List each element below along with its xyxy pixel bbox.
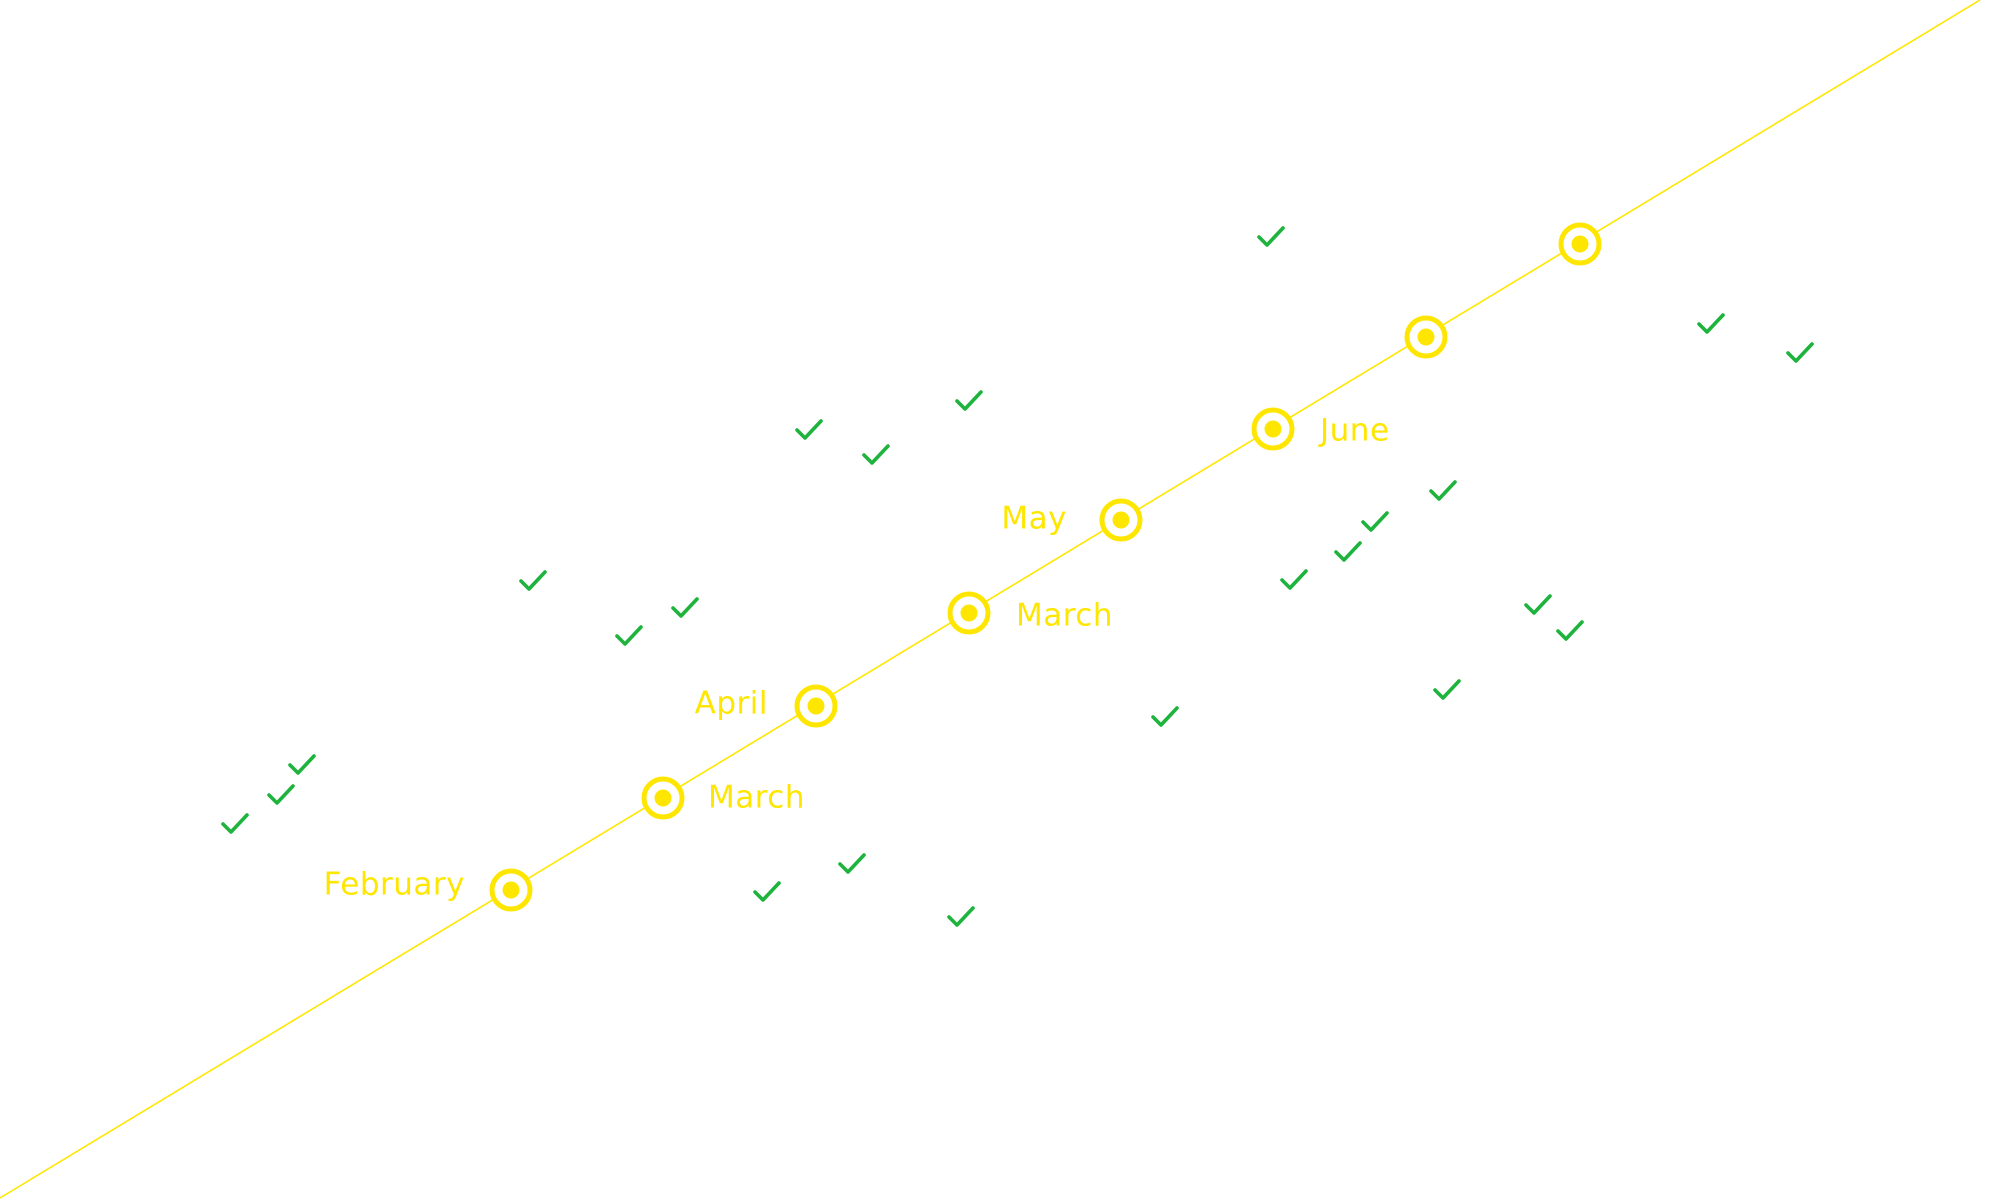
checkmark-icon bbox=[753, 881, 781, 902]
checkmark-icon bbox=[947, 906, 975, 927]
checkmark-icon bbox=[1786, 342, 1814, 363]
checkmark-icon bbox=[1361, 511, 1389, 532]
milestone-node[interactable] bbox=[641, 776, 685, 820]
checkmark-icon bbox=[1697, 313, 1725, 334]
milestone-label: March bbox=[1016, 598, 1113, 634]
checkmark-icon bbox=[221, 813, 249, 834]
checkmark-icon bbox=[1556, 620, 1584, 641]
checkmark-icon bbox=[838, 853, 866, 874]
checkmark-icon bbox=[1280, 569, 1308, 590]
checkmark-icon bbox=[1257, 226, 1285, 247]
target-center-dot bbox=[807, 697, 825, 715]
checkmark-icon bbox=[615, 625, 643, 646]
milestone-node[interactable] bbox=[947, 591, 991, 635]
milestone-label: April bbox=[695, 686, 768, 722]
checkmark-icon bbox=[795, 419, 823, 440]
target-center-dot bbox=[1264, 420, 1282, 438]
milestone-node[interactable] bbox=[1251, 407, 1295, 451]
checkmark-icon bbox=[1433, 679, 1461, 700]
milestone-label: March bbox=[708, 780, 805, 816]
checkmark-icon bbox=[1334, 541, 1362, 562]
milestone-node[interactable] bbox=[1404, 315, 1448, 359]
target-center-dot bbox=[1112, 511, 1130, 529]
milestone-node[interactable] bbox=[794, 684, 838, 728]
checkmark-icon bbox=[955, 390, 983, 411]
milestone-label: June bbox=[1318, 413, 1390, 449]
checkmark-icon bbox=[267, 784, 295, 805]
milestone-node[interactable] bbox=[1558, 222, 1602, 266]
milestone-label: February bbox=[324, 867, 465, 903]
checkmark-icon bbox=[519, 570, 547, 591]
checkmark-icon bbox=[862, 444, 890, 465]
target-center-dot bbox=[1571, 235, 1589, 253]
target-center-dot bbox=[654, 789, 672, 807]
checkmark-icon bbox=[1151, 706, 1179, 727]
checkmark-icon bbox=[671, 597, 699, 618]
target-center-dot bbox=[502, 881, 520, 899]
target-center-dot bbox=[1417, 328, 1435, 346]
checkmark-icon bbox=[288, 754, 316, 775]
target-center-dot bbox=[960, 604, 978, 622]
checkmark-icon bbox=[1429, 480, 1457, 501]
milestone-label: May bbox=[1001, 501, 1067, 537]
milestone-node[interactable] bbox=[1099, 498, 1143, 542]
milestone-node[interactable] bbox=[489, 868, 533, 912]
checkmark-icon bbox=[1524, 594, 1552, 615]
